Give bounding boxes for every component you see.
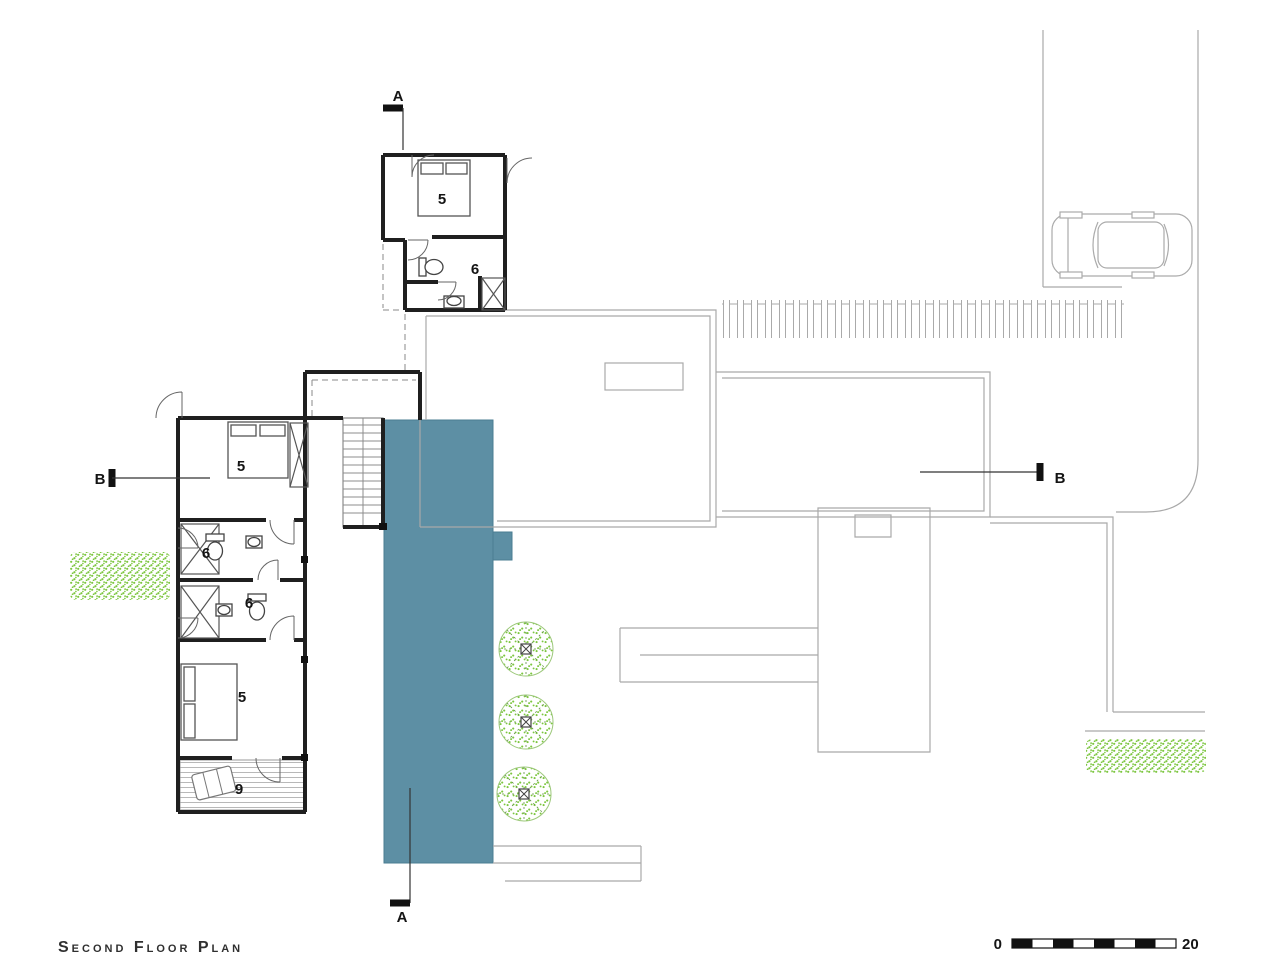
column xyxy=(301,656,308,663)
section-label: B xyxy=(95,471,106,488)
louver-screen xyxy=(722,300,1124,338)
driveway-lines xyxy=(1042,30,1199,513)
section-marker-b-left: B xyxy=(95,469,210,488)
door-swings xyxy=(155,154,533,783)
scale-bar-segments xyxy=(1012,939,1156,948)
roof-outline-east xyxy=(716,371,991,518)
room-label: 9 xyxy=(235,781,243,798)
scale-end: 20 xyxy=(1182,936,1199,953)
bed-north xyxy=(417,159,471,217)
room-label: 6 xyxy=(202,545,210,562)
beds xyxy=(180,159,471,741)
hedges xyxy=(70,552,1206,773)
section-marker-b-right: B xyxy=(920,463,1066,487)
toilet-icon xyxy=(247,593,267,621)
columns xyxy=(301,523,387,761)
car-body xyxy=(1051,213,1193,277)
wardrobe-x xyxy=(289,422,309,488)
section-marker-a-bottom: A xyxy=(390,788,411,926)
site-edge-southeast xyxy=(1085,711,1205,732)
dashed-overhang-lines xyxy=(311,244,416,416)
title-block: Second Floor Plan xyxy=(58,939,243,956)
sink-icon xyxy=(245,535,263,549)
pool xyxy=(383,419,513,864)
deck-area xyxy=(179,759,305,811)
skylight xyxy=(604,362,684,391)
sink-icon xyxy=(215,603,233,617)
shower-north xyxy=(481,277,506,311)
toilet-icon xyxy=(418,257,444,277)
column xyxy=(379,523,387,530)
car-wheel xyxy=(1059,271,1083,279)
room-label: 5 xyxy=(238,689,246,706)
car-wheel xyxy=(1131,271,1155,279)
car-glass-lines xyxy=(1067,218,1170,272)
bed-west-lower xyxy=(180,663,238,741)
closets xyxy=(180,277,506,639)
exterior-interior-walls xyxy=(176,153,507,814)
section-label: A xyxy=(393,88,404,105)
tree-icon xyxy=(496,766,552,822)
tree-icon xyxy=(498,621,554,677)
stair-treads xyxy=(343,418,383,527)
room-label: 5 xyxy=(438,191,446,208)
section-label: B xyxy=(1055,470,1066,487)
section-marker-a-top: A xyxy=(383,88,404,150)
site-outlines xyxy=(419,30,1205,882)
hedge-west xyxy=(70,552,170,600)
lounge-chair-icon xyxy=(191,765,237,801)
pool-spa-step xyxy=(492,531,513,561)
column xyxy=(301,754,308,761)
tree-icon xyxy=(498,694,554,750)
stairs xyxy=(342,417,384,528)
trees xyxy=(496,621,554,822)
shower-north-x xyxy=(481,277,506,311)
bed-west-upper xyxy=(227,421,289,479)
pool-water xyxy=(383,419,494,864)
room-labels: 5 6 5 6 6 5 9 xyxy=(202,191,479,798)
garage-roof-below xyxy=(817,507,931,753)
terrace-steps xyxy=(619,627,818,683)
sink-icon xyxy=(443,295,465,309)
room-label: 5 xyxy=(237,458,245,475)
hedge-east xyxy=(1086,739,1206,773)
fixtures xyxy=(205,257,465,621)
roof-outline-main xyxy=(419,309,717,528)
room-label: 6 xyxy=(245,595,253,612)
walls xyxy=(176,153,507,814)
section-label: A xyxy=(397,909,408,926)
roof-outline-right-l xyxy=(990,516,1114,712)
scale-start: 0 xyxy=(994,936,1002,953)
toilet-icon xyxy=(205,533,225,561)
shower-x xyxy=(180,585,220,639)
wardrobe xyxy=(289,422,309,488)
car-cabin xyxy=(1097,221,1165,269)
pool-end-terrace xyxy=(493,845,642,882)
drawing-title: Second Floor Plan xyxy=(58,939,243,956)
closet-x xyxy=(180,523,220,575)
room-label: 6 xyxy=(471,261,479,278)
car-icon xyxy=(1051,211,1193,279)
car-wheel xyxy=(1131,211,1155,219)
car-wheel xyxy=(1059,211,1083,219)
column xyxy=(301,556,308,563)
scale-bar: 0 20 xyxy=(994,936,1199,953)
